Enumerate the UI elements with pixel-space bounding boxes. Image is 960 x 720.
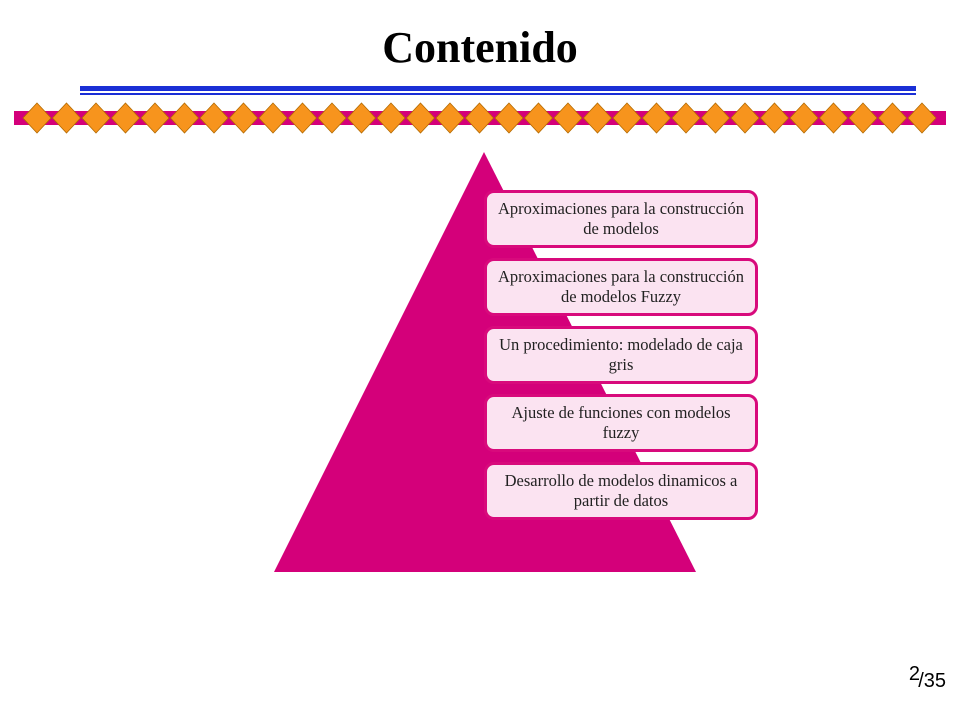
diamond-ornament [376, 102, 406, 134]
diamond-ornament [140, 102, 170, 134]
diamond-ornament [287, 102, 318, 134]
diamond-ornament [81, 102, 111, 134]
diamond-ornament [671, 102, 701, 134]
diamond-ornament [789, 102, 819, 134]
diamond-ornament [818, 102, 849, 134]
pyramid-item-1: Aproximaciones para la construcción de m… [484, 190, 758, 248]
title-rule [80, 86, 916, 91]
diamond-ornament [228, 102, 259, 134]
diamond-ornament [258, 102, 288, 134]
diamond-border [22, 102, 937, 134]
pyramid-item-5: Desarrollo de modelos dinamicos a partir… [484, 462, 758, 520]
pyramid-item-2: Aproximaciones para la construcción de m… [484, 258, 758, 316]
diamond-ornament [523, 102, 554, 134]
diamond-ornament [582, 102, 613, 134]
pyramid-item-3: Un procedimiento: modelado de caja gris [484, 326, 758, 384]
diamond-ornament [346, 102, 377, 134]
diamond-ornament [848, 102, 878, 134]
pyramid-item-4: Ajuste de funciones con modelos fuzzy [484, 394, 758, 452]
diamond-ornament [907, 102, 937, 134]
diamond-ornament [641, 102, 672, 134]
page-number: 2 [908, 663, 920, 685]
diamond-ornament [553, 102, 583, 134]
diamond-ornament [169, 102, 200, 134]
diamond-ornament [435, 102, 465, 134]
diamond-ornament [405, 102, 436, 134]
slide-title: Contenido [382, 23, 578, 72]
diamond-ornament [877, 102, 908, 134]
diamond-ornament [730, 102, 760, 134]
diamond-ornament [110, 102, 141, 134]
diamond-ornament [199, 102, 229, 134]
diamond-ornament [22, 102, 52, 134]
page-total: /35 [918, 670, 946, 692]
diamond-ornament [612, 102, 642, 134]
diamond-ornament [494, 102, 524, 134]
diamond-ornament [317, 102, 347, 134]
diamond-ornament [759, 102, 790, 134]
diamond-ornament [700, 102, 731, 134]
diamond-ornament [51, 102, 82, 134]
title-rule-thin [80, 93, 916, 95]
diamond-ornament [464, 102, 495, 134]
